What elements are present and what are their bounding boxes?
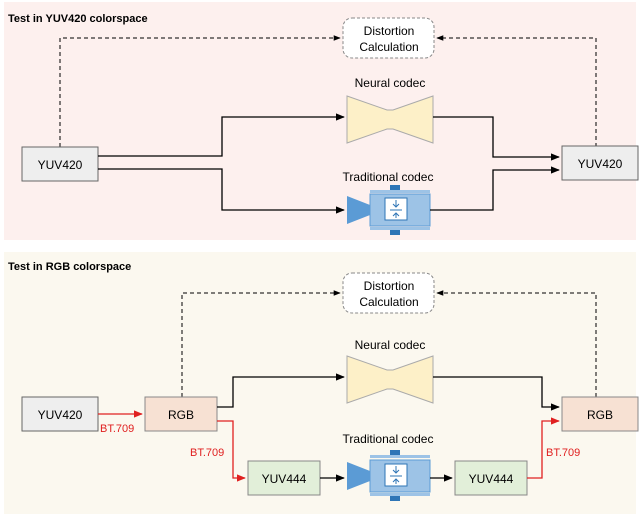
distortion-label-line2: Calculation xyxy=(359,295,418,309)
yuv444-output-box xyxy=(454,460,528,496)
source-yuv420-box xyxy=(21,396,99,432)
arrow-rgb-to-neural xyxy=(217,373,345,408)
source-yuv420-box xyxy=(21,146,99,182)
bt709-label-3: BT.709 xyxy=(546,447,580,459)
yuv444-input-box xyxy=(247,460,321,496)
rgb-output-box xyxy=(561,396,639,432)
arrow-traditional-to-output xyxy=(430,166,560,211)
dashed-arrow-source-to-distortion xyxy=(59,35,341,147)
bt709-label-2: BT.709 xyxy=(190,447,224,459)
arrow-source-to-neural xyxy=(98,113,345,157)
yuv420-test-panel: Test in YUV420 colorspace Distortion Cal… xyxy=(4,2,639,240)
bt709-label-1: BT.709 xyxy=(100,423,134,435)
neural-codec-label: Neural codec xyxy=(355,76,426,90)
rgb-input-label: RGB xyxy=(168,408,194,422)
panel-background xyxy=(4,2,636,240)
red-arrow-rgb-to-yuv444 xyxy=(217,420,246,482)
yuv444-output-label: YUV444 xyxy=(469,472,514,486)
rgb-output-label: RGB xyxy=(587,408,613,422)
arrow-source-to-traditional xyxy=(98,168,345,214)
panel-title: Test in YUV420 colorspace xyxy=(8,13,148,25)
neural-codec-icon xyxy=(346,95,434,144)
neural-codec-icon xyxy=(346,355,434,404)
rgb-input-box xyxy=(144,396,218,432)
traditional-codec-label: Traditional codec xyxy=(343,170,434,184)
output-yuv420-label: YUV420 xyxy=(578,157,623,171)
red-arrow-yuv444-to-rgb-output xyxy=(527,417,560,479)
rgb-test-panel: Test in RGB colorspace Distortion Calcul… xyxy=(4,252,639,514)
neural-codec-label: Neural codec xyxy=(355,338,426,352)
arrow-neural-to-rgb-output xyxy=(433,376,560,411)
distortion-label-line2: Calculation xyxy=(359,40,418,54)
distortion-label-line1: Distortion xyxy=(364,279,415,293)
source-yuv420-label: YUV420 xyxy=(38,408,83,422)
distortion-label-line1: Distortion xyxy=(364,24,415,38)
distortion-calculation-box xyxy=(342,272,435,314)
output-yuv420-box xyxy=(561,145,639,181)
dashed-arrow-output-to-distortion xyxy=(436,35,597,147)
traditional-codec-label: Traditional codec xyxy=(343,432,434,446)
traditional-codec-icon xyxy=(347,185,431,235)
traditional-codec-icon xyxy=(347,450,431,501)
arrow-neural-to-output xyxy=(433,116,560,161)
source-yuv420-label: YUV420 xyxy=(38,158,83,172)
panel-title: Test in RGB colorspace xyxy=(8,261,131,273)
distortion-calculation-box xyxy=(342,17,435,59)
yuv444-input-label: YUV444 xyxy=(262,472,307,486)
dashed-arrow-output-rgb-to-distortion xyxy=(436,290,597,397)
